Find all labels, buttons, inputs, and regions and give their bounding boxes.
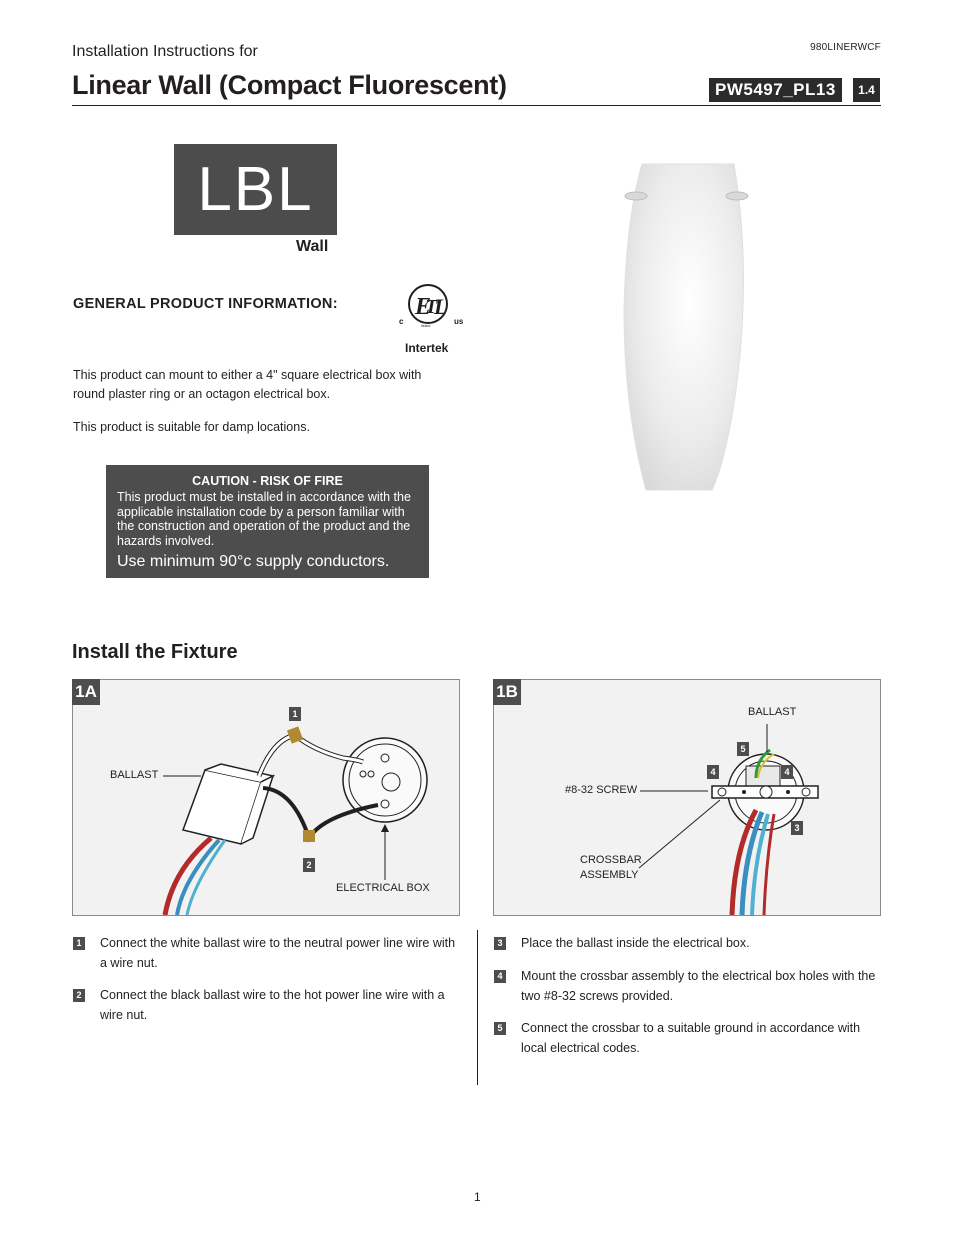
document-code: 980LINERWCF [810,42,881,53]
page-number: 1 [474,1190,481,1204]
marker-4-right: 4 [781,765,793,779]
svg-text:E: E [414,294,431,320]
step-number: 2 [73,989,85,1002]
marker-2: 2 [303,858,315,872]
ballast-label-b: BALLAST [748,706,797,718]
subtitle: Installation Instructions for [72,43,258,60]
damp-info: This product is suitable for damp locati… [73,420,310,434]
brand-logo: LBL [174,144,337,235]
step-text: Connect the white ballast wire to the ne… [100,936,456,970]
cert-left: c [399,317,404,326]
step-text: Connect the crossbar to a suitable groun… [521,1021,861,1055]
glass-shade-image [612,160,752,492]
step-number: 4 [494,970,506,983]
marker-5: 5 [737,742,749,756]
ballast-label: BALLAST [110,769,159,781]
step-number: 5 [494,1022,506,1035]
page-title: Linear Wall (Compact Fluorescent) [72,70,507,100]
panel-1b-tag: 1B [493,679,521,705]
electrical-box-label: ELECTRICAL BOX [336,882,430,894]
brand-sub: Wall [296,238,329,255]
caution-body: This product must be installed in accord… [117,490,411,548]
panel-1b: BALLAST #8-32 SCREW CROSSBAR ASSEMBLY 5 … [493,679,881,916]
step-number: 3 [494,937,506,950]
step-text: Place the ballast inside the electrical … [521,936,750,950]
svg-text:L: L [433,294,447,319]
panel-1a-tag: 1A [72,679,100,705]
caution-box: CAUTION - RISK OF FIRE This product must… [106,465,429,578]
screw-label: #8-32 SCREW [565,784,638,796]
cert-right: us [454,317,464,326]
caution-heading: CAUTION - RISK OF FIRE [192,474,343,488]
step-text: Connect the black ballast wire to the ho… [100,988,445,1022]
cert-name: Intertek [405,341,449,355]
cert-mark-text: listed [421,323,430,328]
svg-text:T: T [425,296,438,318]
model-badge: PW5497_PL13 [709,78,842,102]
version-badge: 1.4 [853,78,880,102]
marker-1: 1 [289,707,301,721]
mounting-info: This product can mount to either a 4" sq… [73,368,422,401]
step-number: 1 [73,937,85,950]
header-rule [72,105,881,106]
crossbar-label-line1: CROSSBAR [580,854,642,866]
step-text: Mount the crossbar assembly to the elect… [521,969,876,1003]
etl-listed-mark-icon: E T L listed c us Intertek [398,284,468,356]
panel-1a: BALLAST ELECTRICAL BOX 1 2 [72,679,460,916]
general-info-heading: GENERAL PRODUCT INFORMATION: [73,296,338,312]
marker-3: 3 [791,821,803,835]
crossbar-label-line2: ASSEMBLY [580,869,639,881]
marker-4-left: 4 [707,765,719,779]
install-heading: Install the Fixture [72,641,238,663]
column-divider [477,930,478,1085]
caution-conductors: Use minimum 90°c supply conductors. [117,553,390,570]
